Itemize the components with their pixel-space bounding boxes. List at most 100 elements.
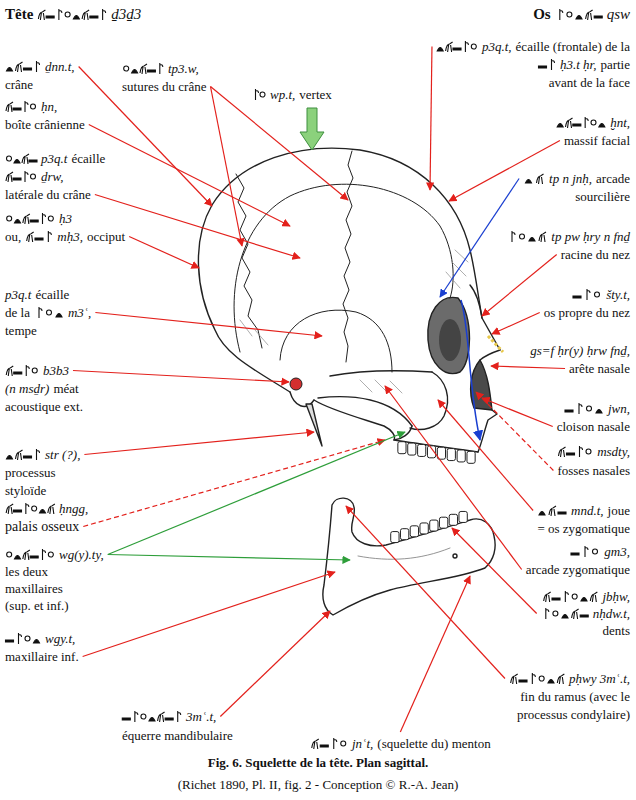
hieroglyph-sign xyxy=(26,503,29,514)
transliteration: mḥ3, xyxy=(57,229,83,244)
transliteration: tp3.w, xyxy=(168,61,199,76)
label-line: wg(y).ty, xyxy=(5,546,104,563)
label-line: p3q.t,écaille (frontale) de la xyxy=(436,38,630,55)
hieroglyph-group xyxy=(556,116,606,129)
label-line: Têteḏ3ḏ3 xyxy=(5,6,141,23)
hieroglyph-sign xyxy=(16,450,23,460)
hieroglyph-sign xyxy=(22,154,29,164)
hieroglyph-sign xyxy=(178,711,181,722)
transliteration: str (?), xyxy=(45,447,80,462)
label-line: = os zygomatique xyxy=(537,520,630,537)
label-line: ḥngg, xyxy=(5,500,88,517)
leader-lines xyxy=(73,47,565,733)
leader-line xyxy=(108,555,350,561)
hieroglyph-sign xyxy=(15,556,21,560)
hieroglyph-group xyxy=(34,306,64,319)
hieroglyph-sign xyxy=(56,314,62,318)
hieroglyph-sign xyxy=(48,216,53,221)
label-text: latérale du crâne xyxy=(5,187,91,202)
label-text: palais osseux xyxy=(5,519,79,534)
hieroglyph-sign xyxy=(526,180,532,184)
hieroglyph-sign xyxy=(103,9,106,20)
upper-teeth xyxy=(398,442,475,464)
label-line: tempe xyxy=(5,322,37,339)
hieroglyph-sign xyxy=(532,673,535,684)
maxilla-front xyxy=(478,410,497,452)
leader-line xyxy=(452,528,537,614)
hieroglyph-group xyxy=(541,607,589,620)
lower-teeth xyxy=(391,511,468,542)
transliteration: ḏ3ḏ3 xyxy=(111,6,141,22)
leader-line xyxy=(482,398,553,427)
hieroglyph-sign xyxy=(576,16,582,20)
hieroglyph-group xyxy=(5,632,41,645)
leader-line xyxy=(220,611,330,717)
label-line: crâne xyxy=(5,76,33,93)
hieroglyph-sign xyxy=(595,292,600,297)
hieroglyph-sign xyxy=(260,92,265,97)
leader-line xyxy=(438,400,533,511)
label-text: avant de la face xyxy=(549,75,630,90)
oblique-line xyxy=(358,548,450,559)
tooth xyxy=(398,442,406,454)
label-line: sourcilière xyxy=(575,188,630,205)
label-line: tp n jnḥ,arcade xyxy=(523,170,630,187)
label-line: racine du nez xyxy=(561,246,630,263)
label-text: arcade zygomatique xyxy=(526,562,630,577)
hieroglyph-sign xyxy=(566,591,569,602)
hieroglyph-sign xyxy=(549,506,556,516)
label-line: sutures du crâne xyxy=(122,78,206,95)
hieroglyph-sign xyxy=(6,102,13,112)
hieroglyph-sign xyxy=(585,546,588,557)
hieroglyph-group xyxy=(509,672,565,685)
label-line: pḥwy 3mʿ.t, xyxy=(509,670,630,687)
hieroglyph-sign xyxy=(7,68,13,72)
hieroglyph-group xyxy=(310,737,348,750)
hieroglyph-sign xyxy=(165,718,173,720)
hieroglyph-sign xyxy=(49,231,52,242)
label-text: écaille (frontale) de la xyxy=(516,39,630,54)
engraving-hatch xyxy=(240,250,468,393)
tooth xyxy=(400,529,408,540)
label-line: ḏnn.t, xyxy=(5,58,75,75)
hieroglyph-sign xyxy=(593,549,598,554)
hieroglyph-sign xyxy=(46,310,51,315)
label-text: styloïde xyxy=(5,483,46,498)
hieroglyph-sign xyxy=(141,714,146,719)
leader-line xyxy=(84,432,314,455)
hieroglyph-sign xyxy=(25,636,30,641)
label-line: arête nasale xyxy=(569,360,630,377)
hieroglyph-sign xyxy=(7,216,12,221)
leader-line xyxy=(385,386,522,570)
hieroglyph-sign xyxy=(39,10,46,20)
hieroglyph-sign xyxy=(59,9,62,20)
hieroglyph-sign xyxy=(43,213,46,224)
hieroglyph-sign xyxy=(587,289,590,300)
tooth xyxy=(408,443,416,455)
heading-word: Os xyxy=(533,6,551,22)
hieroglyph-sign xyxy=(334,738,337,749)
transliteration: (n msḏr) xyxy=(5,381,49,396)
hieroglyph-group xyxy=(122,710,182,723)
hieroglyph-sign xyxy=(26,365,29,376)
transliteration: tp n jnḥ, xyxy=(549,171,592,186)
hieroglyph-sign xyxy=(13,178,21,180)
orbit-depth xyxy=(439,319,461,361)
label-line: (Richet 1890, Pl. II, fig. 2 - Conceptio… xyxy=(0,776,636,793)
hieroglyph-sign xyxy=(567,453,575,455)
label-text: crâne xyxy=(5,77,33,92)
label-line: maxillaire inf. xyxy=(5,648,79,665)
transliteration: ḏrw, xyxy=(41,169,64,184)
transliteration: gs=f ḥr(y) ḥrw fnḏ, xyxy=(530,343,630,358)
label-text: processus condylaire) xyxy=(517,707,630,722)
label-text: ou, xyxy=(5,229,21,244)
leader-line xyxy=(89,125,290,227)
label-line: cloison nasale xyxy=(557,418,630,435)
hieroglyph-sign xyxy=(551,59,554,70)
transliteration: ḥ3.t ḥr, xyxy=(560,57,596,72)
hieroglyph-sign xyxy=(545,608,548,619)
hieroglyph-sign xyxy=(29,160,37,162)
hieroglyph-sign xyxy=(599,124,605,128)
tooth xyxy=(447,449,455,461)
